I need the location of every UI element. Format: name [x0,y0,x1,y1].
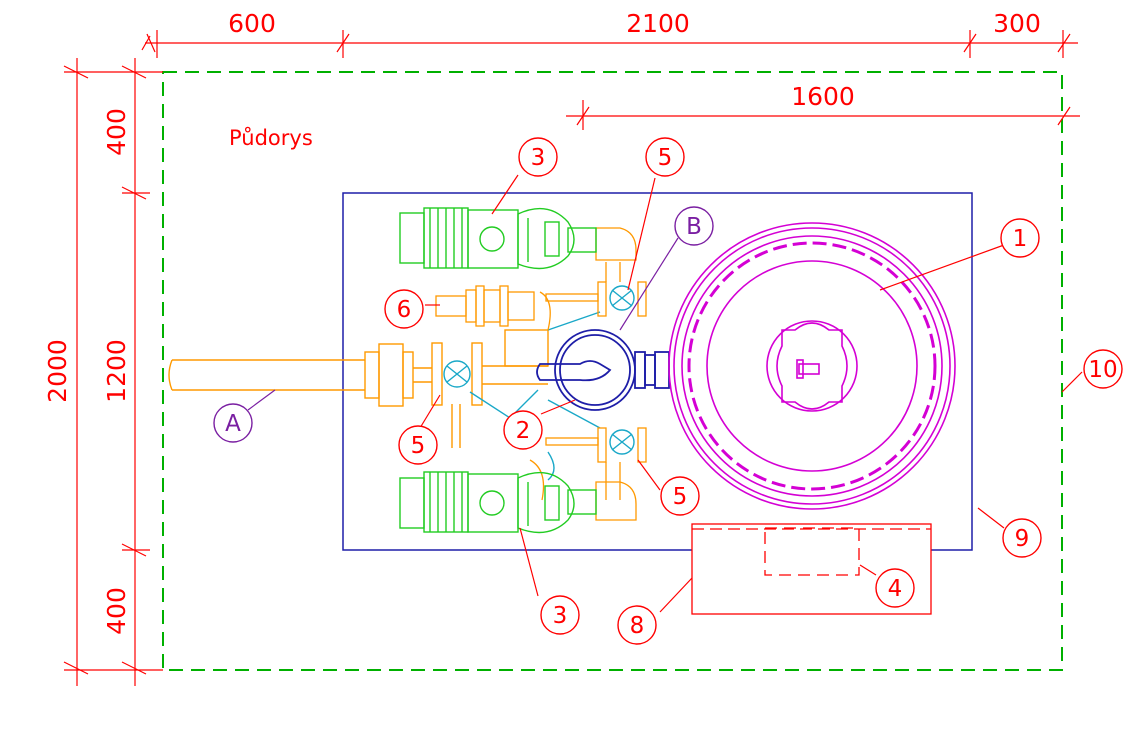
svg-text:8: 8 [630,613,645,639]
pump-bottom [399,471,597,534]
multiport-valve [536,329,670,411]
svg-text:4: 4 [888,576,903,602]
leader-b [619,237,679,331]
svg-text:A: A [225,411,241,437]
callout-9: 9 [1002,518,1042,558]
plan-title: Půdorys [229,126,313,150]
dim-inner-1600: 1600 [791,82,855,111]
callout-10: 10 [1083,349,1123,389]
callout-3-bottom: 3 [540,595,580,635]
pump-top [399,207,597,270]
svg-text:6: 6 [397,297,412,323]
dim-top-600: 600 [228,9,276,38]
svg-text:B: B [686,214,702,240]
leader-lines [419,174,1083,613]
valve-left [443,360,539,419]
filter-tank [668,222,956,510]
callout-5-top: 5 [645,137,685,177]
callout-2: 2 [503,410,543,450]
dim-left-1200: 1200 [102,339,131,403]
control-unit-dashed [764,527,860,576]
callout-b: B [674,206,714,246]
dimension-lines [63,30,1080,686]
callout-1: 1 [1000,218,1040,258]
callout-6: 6 [384,289,424,329]
svg-text:5: 5 [658,145,673,171]
leader-a [247,389,276,411]
callout-5-left: 5 [398,425,438,465]
inlet-pipe [168,329,549,448]
callout-3-top: 3 [518,137,558,177]
callout-4: 4 [875,568,915,608]
svg-text:5: 5 [673,484,688,510]
valve-bottom [547,399,635,481]
svg-text:1: 1 [1013,226,1028,252]
base-frame [342,192,973,551]
svg-text:2: 2 [516,418,531,444]
dim-left-2000: 2000 [43,339,72,403]
svg-text:5: 5 [411,433,426,459]
pipe-union [435,285,535,327]
site-boundary [162,71,1063,671]
callout-8: 8 [617,605,657,645]
dim-left-400-bottom: 400 [102,587,131,635]
svg-text:10: 10 [1088,357,1117,383]
callout-5-bottom: 5 [660,476,700,516]
manifold-piping [529,227,647,521]
svg-text:3: 3 [553,603,568,629]
dim-top-2100: 2100 [626,9,690,38]
svg-text:9: 9 [1015,526,1030,552]
callout-a: A [213,403,253,443]
svg-text:3: 3 [531,145,546,171]
dim-top-300: 300 [993,9,1041,38]
valve-top [547,285,635,331]
dim-left-400-top: 400 [102,108,131,156]
